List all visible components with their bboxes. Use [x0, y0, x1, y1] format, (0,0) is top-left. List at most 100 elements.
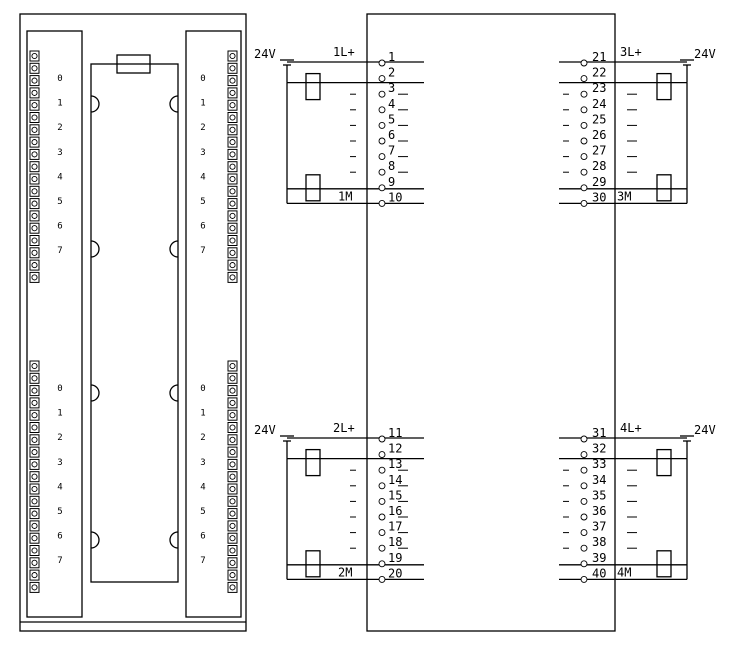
terminal-screw	[580, 435, 588, 443]
right-latch-bump-1	[169, 95, 179, 113]
channel-label: 1	[57, 99, 62, 109]
terminal-number: 16	[388, 504, 402, 518]
terminal-screw	[580, 482, 588, 490]
led-dot	[229, 77, 236, 84]
supply-voltage-label: 24V	[694, 423, 716, 437]
terminal-number: 21	[592, 50, 606, 64]
common-terminal-label: 1M	[338, 189, 352, 203]
terminal-screw	[378, 560, 386, 568]
terminal-number: 4	[388, 97, 395, 111]
terminal-screw	[580, 199, 588, 207]
common-terminal-label: 3M	[617, 189, 631, 203]
led-dot	[31, 485, 38, 493]
channel-label: 2	[57, 433, 62, 443]
terminal-number: 1	[388, 50, 395, 64]
led-dot	[229, 237, 236, 244]
led-dot	[31, 102, 38, 109]
left-latch-bump-1	[90, 95, 100, 113]
terminal-number: 14	[388, 473, 402, 487]
channel-label: 4	[200, 172, 205, 182]
channel-label: 0	[200, 74, 205, 84]
terminal-number: 23	[592, 81, 606, 95]
led-dot	[31, 498, 38, 505]
channel-label: 2	[200, 433, 205, 443]
led-dot	[229, 151, 236, 158]
led-dot	[229, 412, 236, 419]
led-dot	[31, 114, 38, 121]
channel-label: 2	[200, 123, 205, 133]
terminal-number: 39	[592, 551, 606, 565]
channel-label: 6	[57, 532, 62, 542]
led-dot	[31, 249, 38, 256]
led-dot	[31, 424, 38, 431]
led-dot	[229, 362, 236, 370]
led-dot	[31, 473, 38, 480]
terminal-number: 28	[592, 159, 606, 173]
terminal-block-outline	[366, 13, 616, 632]
terminal-screw	[378, 529, 386, 537]
relay-coil	[305, 174, 321, 202]
led-dot	[31, 65, 38, 72]
terminal-number: 10	[388, 190, 402, 204]
channel-label: 7	[200, 246, 205, 256]
led-dot	[229, 114, 236, 121]
led-dot	[229, 375, 236, 382]
left-latch-bump-3	[90, 384, 100, 402]
terminal-screw	[378, 137, 386, 145]
supply-terminal-label: 2L+	[333, 421, 355, 435]
relay-coil	[656, 174, 672, 202]
led-dot	[229, 52, 236, 60]
led-dot	[229, 102, 236, 109]
terminal-screw	[580, 497, 588, 505]
channel-label: 5	[200, 197, 205, 207]
terminal-number: 37	[592, 520, 606, 534]
led-dot	[229, 175, 236, 183]
led-dot	[229, 449, 236, 456]
led-dot	[31, 139, 38, 146]
led-dot	[31, 274, 38, 281]
led-dot	[229, 126, 236, 133]
led-dot	[229, 522, 236, 529]
terminal-number: 27	[592, 144, 606, 158]
led-dot	[31, 262, 38, 269]
led-dot	[31, 387, 38, 394]
terminal-screw	[580, 451, 588, 459]
led-dot	[229, 200, 236, 207]
channel-label: 5	[57, 197, 62, 207]
terminal-screw	[378, 90, 386, 98]
channel-label: 3	[57, 148, 62, 158]
channel-label: 1	[200, 409, 205, 419]
led-dot	[229, 584, 236, 591]
led-dot	[229, 225, 236, 232]
terminal-number: 13	[388, 457, 402, 471]
led-dot	[31, 547, 38, 554]
led-dot	[229, 498, 236, 505]
led-dot	[229, 559, 236, 566]
led-dot	[229, 461, 236, 468]
terminal-screw	[580, 153, 588, 161]
common-terminal-label: 2M	[338, 565, 352, 579]
led-dot	[229, 89, 236, 96]
led-indicators	[29, 50, 238, 593]
channel-label: 3	[200, 148, 205, 158]
channel-label: 0	[200, 384, 205, 394]
led-dot	[229, 387, 236, 394]
terminal-number: 20	[388, 566, 402, 580]
channel-label: 6	[200, 532, 205, 542]
channel-label: 3	[200, 458, 205, 468]
channel-label: 1	[57, 409, 62, 419]
relay-coil	[305, 550, 321, 578]
terminal-number: 34	[592, 473, 606, 487]
terminal-screw	[378, 544, 386, 552]
terminal-number: 30	[592, 190, 606, 204]
terminal-screw	[378, 59, 386, 67]
led-dot	[31, 375, 38, 382]
relay-coil	[305, 448, 321, 477]
relay-coil	[656, 550, 672, 578]
led-dot	[31, 200, 38, 207]
channel-label: 6	[200, 222, 205, 232]
terminal-number: 7	[388, 144, 395, 158]
supply-terminal-label: 1L+	[333, 45, 355, 59]
